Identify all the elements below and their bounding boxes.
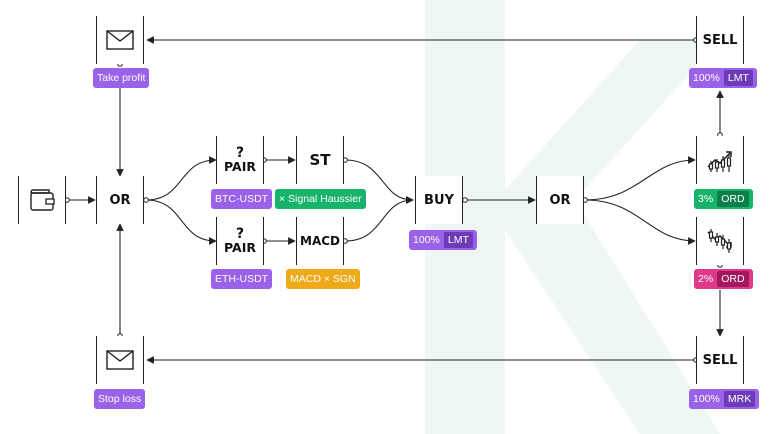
macd-sgn-badge[interactable]: MACD × SGN [286, 269, 360, 289]
sell-bottom-label: SELL [702, 352, 738, 368]
stop-loss-badge[interactable]: Stop loss [94, 389, 146, 409]
trend-down-order-badge[interactable]: 2% ORD [694, 269, 753, 289]
buy-order-badge[interactable]: 100% LMT [409, 230, 477, 250]
sell-bottom-node[interactable]: SELL [696, 336, 744, 384]
take-profit-text: Take profit [97, 72, 146, 84]
sell-top-order-badge[interactable]: 100% LMT [689, 68, 757, 88]
macd-node[interactable]: MACD [296, 217, 344, 265]
stop-loss-email-node[interactable] [96, 336, 144, 384]
buy-label: BUY [424, 192, 454, 208]
st-node[interactable]: ST [296, 136, 344, 184]
trend-down-order-amount: 2% [698, 273, 714, 285]
btc-usdt-text: BTC-USDT [215, 193, 269, 205]
or-left-node[interactable]: OR [96, 176, 144, 224]
envelope-icon [106, 30, 134, 50]
pair-top-node[interactable]: ? PAIR [216, 136, 264, 184]
sell-top-node[interactable]: SELL [696, 16, 744, 64]
chart-down-icon [707, 229, 732, 253]
trend-down-node[interactable] [696, 217, 744, 265]
macd-sgn-text: MACD × SGN [290, 273, 356, 285]
trend-down-order-type: ORD [717, 271, 749, 287]
buy-node[interactable]: BUY [415, 176, 463, 224]
pair-bottom-node[interactable]: ? PAIR [216, 217, 264, 265]
buy-order-type: LMT [443, 232, 473, 248]
stop-loss-text: Stop loss [98, 393, 142, 405]
pair-bottom-label: PAIR [224, 240, 256, 256]
trend-up-order-badge[interactable]: 3% ORD [694, 189, 753, 209]
st-label: ST [309, 150, 331, 169]
trend-up-node[interactable] [696, 136, 744, 184]
take-profit-email-node[interactable] [96, 16, 144, 64]
trend-up-order-type: ORD [717, 191, 749, 207]
pair-top-symbol: ? [235, 145, 245, 162]
or-right-label: OR [549, 192, 571, 208]
eth-usdt-badge[interactable]: ETH-USDT [211, 269, 273, 289]
watermark-logo [425, 0, 720, 434]
chart-up-icon [707, 151, 732, 172]
macd-label: MACD [300, 234, 340, 248]
wallet-node[interactable] [18, 176, 66, 224]
buy-order-amount: 100% [413, 234, 440, 246]
pair-top-label: PAIR [224, 159, 256, 175]
sell-bottom-order-amount: 100% [693, 393, 720, 405]
or-left-label: OR [109, 192, 131, 208]
sell-top-label: SELL [702, 32, 738, 48]
eth-usdt-text: ETH-USDT [215, 273, 269, 285]
signal-haussier-badge[interactable]: × Signal Haussier [275, 189, 366, 209]
sell-bottom-order-badge[interactable]: 100% MRK [689, 389, 760, 409]
or-right-node[interactable]: OR [536, 176, 584, 224]
sell-top-order-type: LMT [723, 70, 753, 86]
trend-up-order-amount: 3% [698, 193, 714, 205]
btc-usdt-badge[interactable]: BTC-USDT [211, 189, 273, 209]
envelope-icon [106, 350, 134, 370]
signal-haussier-text: × Signal Haussier [279, 193, 362, 205]
pair-bottom-symbol: ? [235, 226, 245, 243]
sell-bottom-order-type: MRK [723, 391, 756, 407]
wallet-icon [30, 189, 55, 211]
sell-top-order-amount: 100% [693, 72, 720, 84]
take-profit-badge[interactable]: Take profit [93, 68, 150, 88]
